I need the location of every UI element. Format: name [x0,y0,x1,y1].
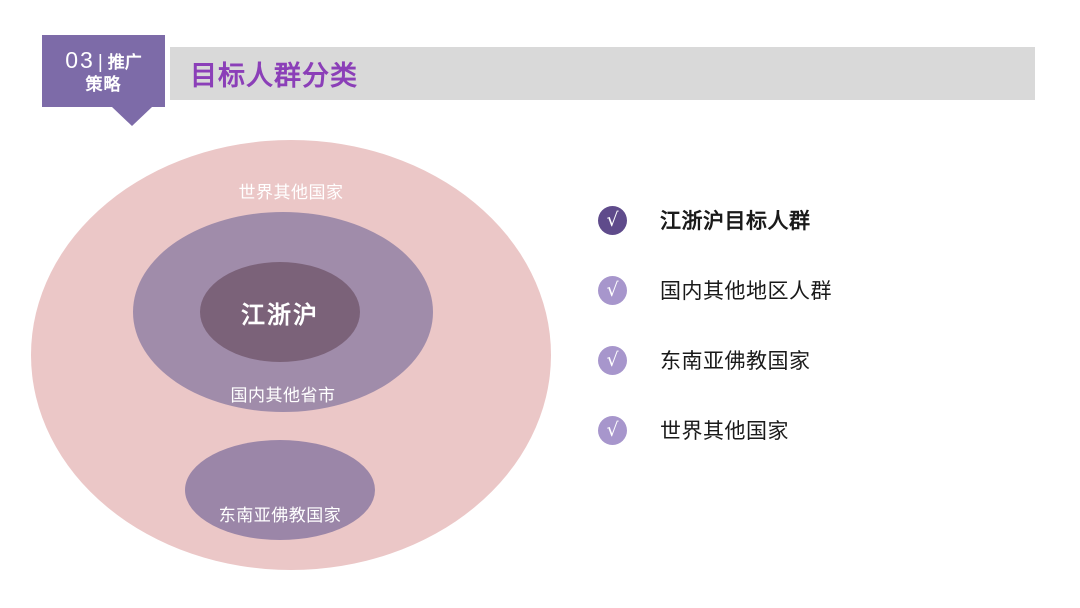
check-circle-icon: √ [598,205,627,235]
list-item[interactable]: √ 国内其他地区人群 [598,266,1018,314]
badge-line-one: 03 | 推广 [65,47,142,74]
legend-item-label: 国内其他地区人群 [660,280,832,303]
legend-item-label: 东南亚佛教国家 [660,350,811,373]
audience-venn-diagram: 世界其他国家 国内其他省市 江浙沪 东南亚佛教国家 [31,140,551,570]
audience-legend-list: √ 江浙沪目标人群 √ 国内其他地区人群 √ 东南亚佛教国家 √ 世界其他国家 [598,196,1018,476]
venn-label-sea-buddhist: 东南亚佛教国家 [218,506,342,525]
venn-ellipse-sea-buddhist: 东南亚佛教国家 [185,440,375,540]
legend-item-label: 世界其他国家 [660,420,789,443]
venn-label-core: 江浙沪 [241,301,319,329]
venn-label-world: 世界其他国家 [238,183,344,202]
section-number-badge: 03 | 推广 策略 [42,35,165,107]
list-item[interactable]: √ 东南亚佛教国家 [598,336,1018,384]
badge-number: 03 [65,47,95,74]
badge-word: 推广 [107,53,142,73]
list-item[interactable]: √ 世界其他国家 [598,406,1018,454]
legend-item-label: 江浙沪目标人群 [660,210,811,233]
page-title: 目标人群分类 [190,61,358,91]
list-item[interactable]: √ 江浙沪目标人群 [598,196,1018,244]
check-circle-icon: √ [598,415,627,445]
badge-tail-triangle [112,107,152,126]
venn-label-domestic: 国内其他省市 [230,386,336,405]
venn-ellipse-core: 江浙沪 [200,262,360,362]
badge-separator: | [97,52,103,74]
check-circle-icon: √ [598,275,627,305]
header-bar [170,47,1035,100]
check-circle-icon: √ [598,345,627,375]
badge-line-two: 策略 [85,74,122,94]
